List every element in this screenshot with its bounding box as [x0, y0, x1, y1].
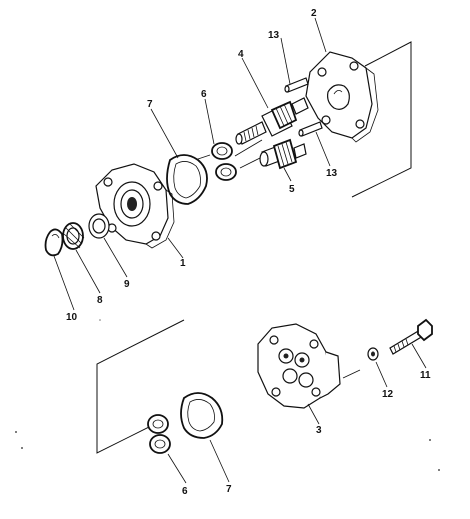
callout-1: 1 [180, 258, 186, 269]
callout-4: 4 [238, 49, 244, 60]
gasket-upper [166, 154, 208, 205]
callout-10: 10 [66, 312, 78, 323]
leader-lines [53, 17, 427, 484]
callout-7-upper: 7 [147, 99, 153, 110]
callout-5: 5 [289, 184, 295, 195]
lower-housing [257, 323, 341, 409]
callout-12: 12 [382, 389, 394, 400]
dowel-pins [284, 77, 323, 137]
needle-bearing [62, 222, 85, 250]
hex-bolt [389, 318, 433, 355]
snap-ring [44, 228, 64, 257]
front-housing [95, 163, 175, 249]
callout-13-lower: 13 [326, 168, 338, 179]
scan-specks [15, 319, 440, 471]
driven-gear [259, 138, 307, 170]
callout-13-upper: 13 [268, 30, 280, 41]
thrust-washer [88, 213, 110, 239]
callout-2: 2 [311, 8, 317, 19]
callout-8: 8 [97, 295, 103, 306]
callout-11: 11 [420, 370, 431, 381]
callout-6-upper: 6 [201, 89, 207, 100]
rear-cover-plate [305, 51, 379, 143]
assembly-bracket-lines [96, 41, 412, 454]
drive-shaft-gear [235, 97, 309, 145]
callout-7-lower: 7 [226, 484, 232, 495]
figure-eight-seal-upper [211, 142, 237, 181]
bolt-washer [367, 347, 379, 361]
figure-eight-seal-lower [147, 414, 171, 454]
callout-6-lower: 6 [182, 486, 188, 497]
callout-9: 9 [124, 279, 130, 290]
callout-3: 3 [316, 425, 322, 436]
gasket-lower [180, 392, 224, 439]
callout-labels: 1 2 3 4 5 6 6 7 7 8 9 10 11 12 13 13 [66, 8, 431, 497]
